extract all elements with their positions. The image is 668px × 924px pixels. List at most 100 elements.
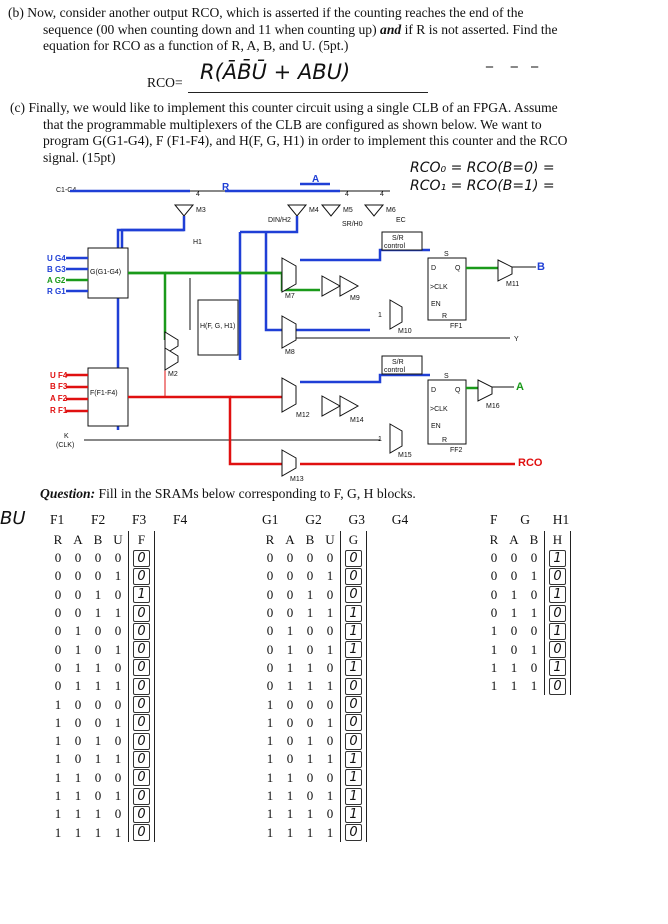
ec-label: EC	[396, 217, 406, 224]
input-cell: 0	[54, 568, 62, 584]
input-cell: 0	[94, 714, 102, 730]
input-cell: 0	[266, 659, 274, 675]
input-cell: 1	[326, 824, 334, 840]
input-cell: 1	[490, 623, 498, 639]
input-cell: 1	[530, 568, 538, 584]
mux-m4	[286, 204, 308, 217]
input-cell: 1	[74, 769, 82, 785]
column-header: A	[73, 532, 83, 547]
ff1-d: D	[431, 265, 436, 272]
margin-note: BU	[0, 508, 26, 529]
input-cell: 0	[74, 568, 82, 584]
input-cell: 0	[114, 659, 122, 675]
output-cell: 0	[128, 640, 155, 659]
output-cell: 0	[128, 658, 155, 678]
column-header: A	[509, 532, 519, 547]
input-cell: 0	[490, 586, 498, 602]
input-cell: 0	[286, 568, 294, 584]
input-cell: 0	[306, 714, 314, 730]
output-cell: 0	[128, 786, 155, 806]
input-cell: 0	[74, 605, 82, 621]
input-cell: 0	[94, 550, 102, 566]
input-cell: 0	[266, 605, 274, 621]
handwritten-answer: 1	[345, 805, 362, 823]
h1-label: H1	[193, 239, 202, 246]
input-cell: 1	[74, 806, 82, 822]
input-cell: 1	[54, 788, 62, 803]
input-cell: 0	[94, 788, 102, 803]
input-cell: 0	[326, 769, 334, 785]
part-b-line2: sequence (00 when counting down and 11 w…	[43, 21, 377, 37]
f-input-b: B F3	[50, 382, 68, 391]
input-cell: 0	[326, 550, 334, 566]
input-cell: 1	[306, 659, 314, 675]
input-cell: 1	[266, 751, 274, 767]
output-cell: 0	[128, 731, 155, 751]
f-top-headers: F1 F2 F3 F4	[50, 512, 187, 528]
f-input-a: A F2	[50, 394, 68, 403]
ff1-q: Q	[455, 265, 461, 272]
h-h1-header: H1	[552, 512, 570, 527]
output-cell: 1	[340, 640, 367, 659]
input-cell: 1	[490, 678, 498, 694]
input-cell: 0	[74, 751, 82, 767]
input-cell: 1	[326, 714, 334, 730]
input-cell: 0	[326, 806, 334, 822]
input-cell: 0	[266, 623, 274, 639]
input-cell: 1	[306, 605, 314, 621]
g-input-r: R G1	[47, 287, 66, 296]
output-cell: 0	[340, 677, 367, 696]
f2-header: F2	[91, 512, 106, 527]
part-c-paragraph: (c) Finally, we would like to implement …	[10, 100, 660, 166]
handwritten-answer: 1	[549, 659, 566, 677]
ff1-clk: >CLK	[430, 284, 448, 291]
input-cell: 1	[326, 678, 334, 694]
column-header: B	[93, 532, 103, 547]
input-cell: 0	[94, 623, 102, 639]
output-cell: 0	[128, 823, 155, 842]
part-c-line1: (c) Finally, we would like to implement …	[10, 100, 558, 115]
handwritten-answer: 0	[133, 549, 150, 567]
input-cell: 1	[306, 751, 314, 767]
rco-output-label: RCO	[518, 457, 543, 469]
input-cell: 1	[114, 678, 122, 694]
input-cell: 0	[54, 605, 62, 621]
column-header: B	[529, 532, 539, 547]
input-cell: 0	[286, 550, 294, 566]
din-h2-label: DIN/H2	[268, 217, 291, 224]
ff1-label: FF1	[450, 323, 463, 330]
column-header: U	[113, 532, 123, 547]
handwritten-answer: 0	[345, 696, 362, 714]
input-cell: 1	[530, 641, 538, 657]
input-cell: 1	[74, 824, 82, 840]
input-cell: 1	[306, 824, 314, 840]
h-g-header: G	[520, 512, 531, 527]
input-cell: 1	[286, 824, 294, 840]
input-cell: 0	[286, 605, 294, 621]
question-text: Fill in the SRAMs below corresponding to…	[98, 486, 416, 501]
input-cell: 1	[114, 641, 122, 657]
input-cell: 1	[266, 733, 274, 749]
input-cell: 0	[326, 733, 334, 749]
output-cell: 0	[340, 695, 367, 714]
f-block-label: F(F1-F4)	[90, 390, 118, 397]
handwritten-answer: 0	[549, 677, 566, 695]
input-cell: 0	[114, 769, 122, 785]
input-cell: 0	[306, 568, 314, 584]
input-cell: 1	[94, 586, 102, 602]
input-cell: 1	[94, 678, 102, 694]
m7-label: M7	[285, 293, 295, 300]
m2-label: M2	[168, 371, 178, 378]
